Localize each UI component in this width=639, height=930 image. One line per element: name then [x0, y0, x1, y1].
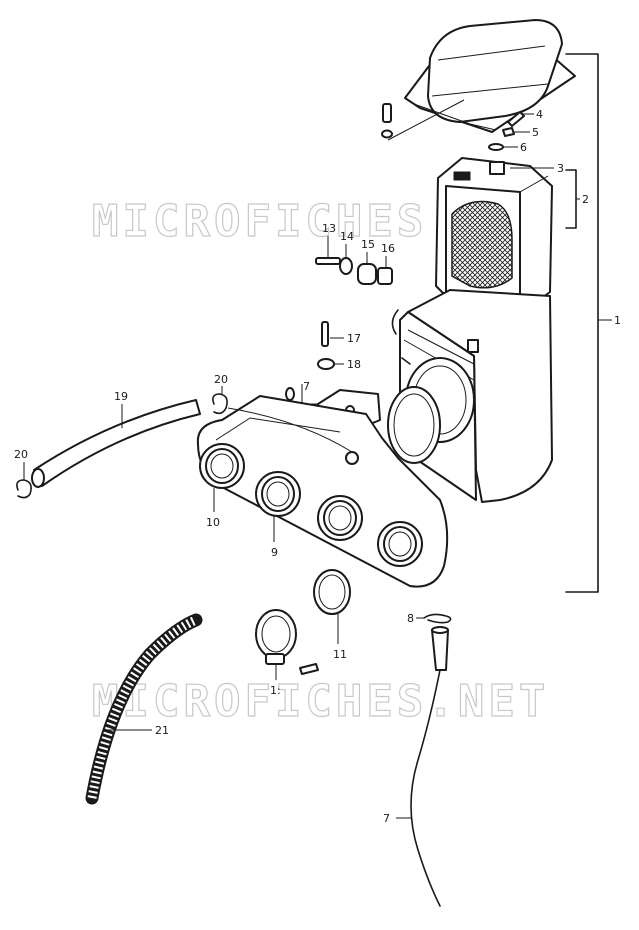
callout-10: 10	[206, 516, 220, 529]
part-15-grommet	[357, 263, 377, 285]
callout-19: 19	[114, 390, 128, 403]
assembly-bracket	[565, 53, 599, 593]
callout-14: 14	[340, 230, 354, 243]
callout-12: 1:	[270, 684, 281, 697]
cap-screw	[382, 103, 392, 123]
callout-2: 2	[582, 193, 589, 206]
part-16-collar	[377, 267, 393, 285]
bracket-2	[565, 169, 577, 229]
link-line	[227, 407, 353, 453]
intake-boot-9a	[255, 471, 301, 517]
intake-boot-9b	[317, 495, 363, 541]
callout-8: 8	[407, 612, 414, 625]
part-18-washer	[317, 358, 335, 370]
callout-5: 5	[532, 126, 539, 139]
drain-tube-plug	[431, 629, 449, 671]
callout-3: 3	[557, 162, 564, 175]
bracket-washer	[285, 387, 295, 401]
air-cleaner-cap	[404, 19, 576, 133]
boot-ring	[387, 386, 441, 464]
leader-cap	[387, 99, 465, 141]
callout-18: 18	[347, 358, 361, 371]
callout-7: 7	[383, 812, 390, 825]
hose-end	[31, 468, 45, 488]
callout-6: 6	[520, 141, 527, 154]
callout-4: 4	[536, 108, 543, 121]
part-14-washer	[339, 257, 353, 275]
part-7-drain-tube	[410, 669, 441, 907]
callout-7-upper: 7	[303, 380, 310, 393]
watermark-bottom: MICROFICHES.NET	[92, 676, 549, 727]
intake-boot-10	[199, 443, 245, 489]
part-21-coil-turns	[87, 615, 198, 799]
callout-20-upper: 20	[214, 373, 228, 386]
part-8-clip	[423, 613, 452, 624]
callout-20-lower: 20	[14, 448, 28, 461]
part-4-screw	[507, 111, 525, 127]
part-6-washer	[488, 143, 504, 151]
part-5-clip	[502, 127, 515, 137]
callout-17: 17	[347, 332, 361, 345]
part-19-hose	[33, 399, 201, 487]
part-20-clamp-upper	[212, 393, 228, 415]
part-20-clamp-lower	[16, 479, 32, 499]
part-12-clamp-band	[255, 609, 297, 665]
callout-1: 1	[614, 314, 621, 327]
part-11-clamp-band	[313, 569, 351, 615]
callout-11: 11	[333, 648, 347, 661]
cap-washer	[381, 129, 393, 139]
filter-element	[435, 157, 553, 309]
clamp-screw	[299, 663, 319, 675]
part-17-screw	[321, 321, 329, 347]
intake-boot-9c	[377, 521, 423, 567]
callout-9: 9	[271, 546, 278, 559]
callout-16: 16	[381, 242, 395, 255]
callout-21: 21	[155, 724, 169, 737]
plate-nipple	[345, 451, 359, 465]
callout-13: 13	[322, 222, 336, 235]
callout-15: 15	[361, 238, 375, 251]
part-13-bolt	[315, 257, 341, 265]
